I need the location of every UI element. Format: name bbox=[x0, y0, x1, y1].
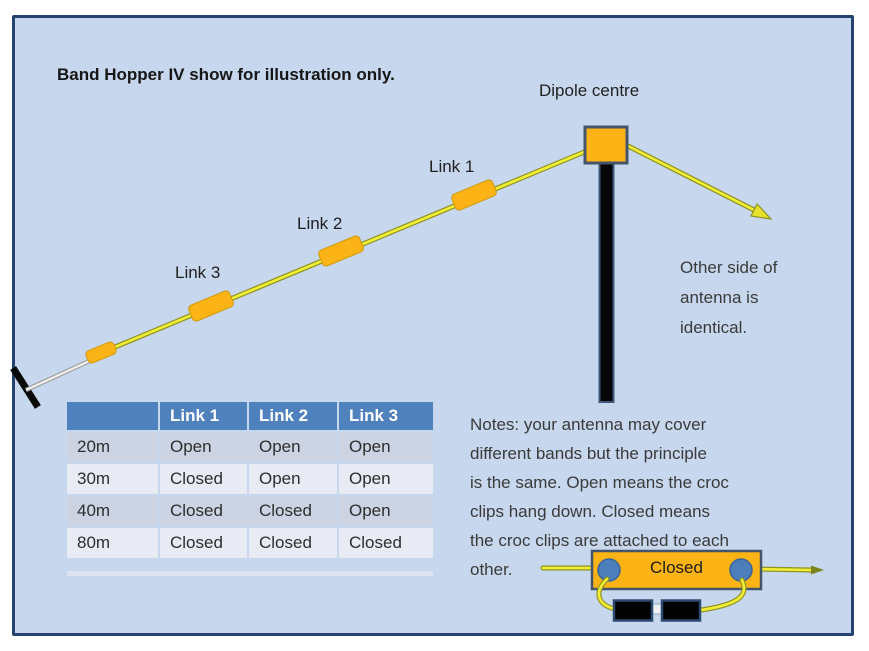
end-peg bbox=[10, 366, 41, 409]
table-row: 20m Open Open Open bbox=[67, 432, 433, 462]
band-cell: 40m bbox=[67, 496, 158, 526]
notes-text: Notes: your antenna may cover different … bbox=[470, 415, 729, 579]
link2-cell: Open bbox=[249, 464, 337, 494]
link2-label: Link 2 bbox=[297, 214, 343, 233]
link3-insulator bbox=[188, 290, 234, 322]
right-clip-wire bbox=[698, 577, 747, 613]
link1-cell: Closed bbox=[160, 496, 247, 526]
dipole-centre-label: Dipole centre bbox=[539, 81, 640, 100]
arrowhead-icon bbox=[750, 202, 773, 220]
croc-clip-right bbox=[660, 599, 702, 622]
link3-cell: Open bbox=[339, 464, 433, 494]
link2-insulator bbox=[318, 235, 364, 267]
croc-clip-left bbox=[612, 599, 654, 622]
link1-insulator bbox=[451, 179, 497, 211]
link1-label: Link 1 bbox=[429, 157, 475, 176]
table-row: 40m Closed Closed Open bbox=[67, 496, 433, 526]
table-header-row: Link 1 Link 2 Link 3 bbox=[67, 402, 433, 430]
link1-cell: Closed bbox=[160, 528, 247, 558]
end-insulator bbox=[85, 341, 117, 364]
link2-cell: Closed bbox=[249, 496, 337, 526]
link1-cell: Closed bbox=[160, 464, 247, 494]
link-config-table: Link 1 Link 2 Link 3 20m Open Open Open … bbox=[65, 400, 435, 560]
header-link2: Link 2 bbox=[249, 402, 337, 430]
header-link1: Link 1 bbox=[160, 402, 247, 430]
slide-title: Band Hopper IV show for illustration onl… bbox=[57, 65, 395, 84]
end-rope bbox=[25, 355, 97, 393]
link3-label: Link 3 bbox=[175, 263, 221, 282]
other-side-note: Other side of antenna is identical. bbox=[680, 258, 778, 337]
header-link3: Link 3 bbox=[339, 402, 433, 430]
link3-cell: Closed bbox=[339, 528, 433, 558]
link3-cell: Open bbox=[339, 496, 433, 526]
band-cell: 20m bbox=[67, 432, 158, 462]
wire-tip-icon bbox=[811, 565, 824, 575]
left-eyelet-icon bbox=[597, 558, 621, 582]
link2-cell: Closed bbox=[249, 528, 337, 558]
link2-cell: Open bbox=[249, 432, 337, 462]
header-band bbox=[67, 402, 158, 430]
band-cell: 30m bbox=[67, 464, 158, 494]
link3-cell: Open bbox=[339, 432, 433, 462]
closed-link-detail bbox=[540, 549, 824, 622]
table-bottom-strip bbox=[67, 571, 433, 576]
table-row: 80m Closed Closed Closed bbox=[67, 528, 433, 558]
dipole-centre-box bbox=[583, 125, 629, 165]
other-side-arrow bbox=[625, 143, 773, 220]
table-row: 30m Closed Open Open bbox=[67, 464, 433, 494]
band-cell: 80m bbox=[67, 528, 158, 558]
detail-right-wire bbox=[749, 565, 824, 575]
link1-cell: Open bbox=[160, 432, 247, 462]
support-pole bbox=[598, 159, 615, 403]
closed-detail-label: Closed bbox=[650, 558, 703, 577]
